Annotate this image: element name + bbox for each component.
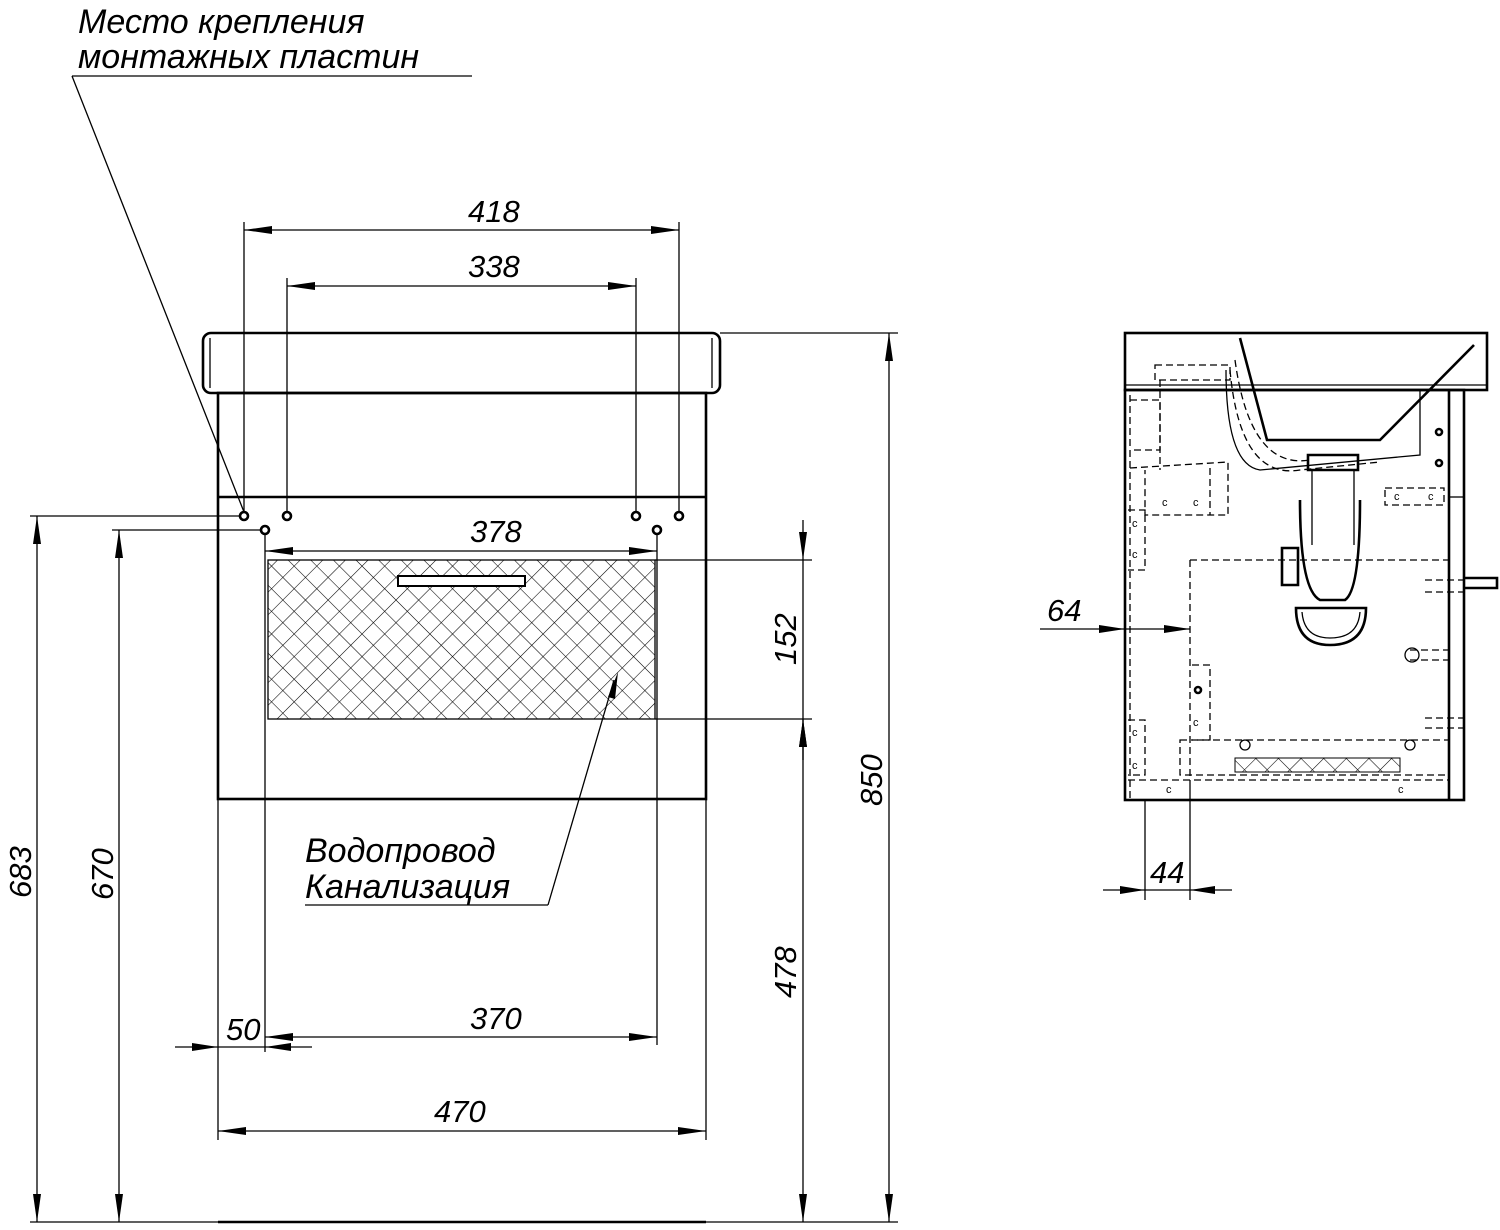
side-mark: c	[1398, 784, 1404, 796]
side-mark: c	[1193, 497, 1199, 509]
dim-850: 850	[854, 754, 889, 806]
mount-hole	[630, 510, 642, 522]
side-mark: c	[1132, 518, 1138, 530]
dim-378: 378	[470, 514, 522, 549]
side-mark: c	[1132, 727, 1138, 739]
side-view: c c c c c c c c c c c 64 44	[1040, 331, 1499, 900]
dim-152: 152	[768, 613, 803, 665]
dim-50: 50	[226, 1012, 260, 1047]
dim-478: 478	[768, 946, 803, 998]
side-mark: c	[1428, 491, 1434, 503]
side-mark: c	[1132, 549, 1138, 561]
dim-370: 370	[470, 1001, 522, 1036]
side-cabinet-body	[1123, 388, 1466, 802]
dim-670: 670	[85, 848, 120, 900]
side-mark: c	[1166, 784, 1172, 796]
dim-44: 44	[1150, 855, 1184, 890]
label-pipe-line1: Водопровод	[305, 832, 496, 870]
side-rail	[1234, 757, 1401, 773]
dim-683: 683	[3, 846, 38, 898]
dim-338: 338	[468, 249, 520, 284]
mount-hole	[259, 524, 271, 536]
mount-hole	[651, 524, 663, 536]
dim-64: 64	[1047, 593, 1081, 628]
label-mount-line1: Место крепления	[78, 3, 365, 41]
mount-hole	[673, 510, 685, 522]
side-mark: c	[1162, 497, 1168, 509]
drawer-handle	[397, 575, 526, 587]
cabinet-body	[216, 391, 708, 801]
side-mark: c	[1193, 717, 1199, 729]
side-basin-top	[1123, 331, 1489, 392]
mount-hole	[281, 510, 293, 522]
label-pipe-line2: Канализация	[305, 868, 510, 906]
label-mount-line2: монтажных пластин	[78, 38, 419, 76]
mount-hole	[238, 510, 250, 522]
dim-418: 418	[468, 194, 520, 229]
side-mark: c	[1394, 491, 1400, 503]
front-view: 418 338 378 370 50 470	[3, 3, 898, 1224]
dim-470: 470	[434, 1094, 486, 1129]
side-mark: c	[1132, 760, 1138, 772]
basin-top	[201, 331, 722, 395]
